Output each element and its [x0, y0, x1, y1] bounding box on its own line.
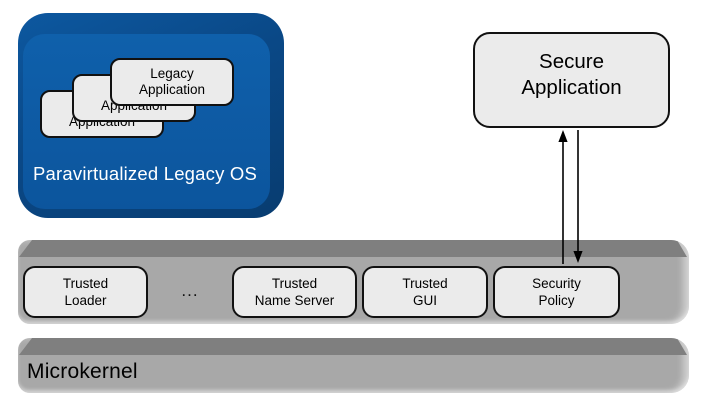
security-policy-label-line1: Security: [532, 276, 581, 291]
microkernel-bar: Microkernel: [18, 338, 689, 393]
trusted-name-server-label-line2: Name Server: [254, 293, 335, 308]
legacy-os-label: Paravirtualized Legacy OS: [33, 163, 258, 184]
security-policy-box: Security Policy: [493, 266, 620, 318]
security-policy-label-line2: Policy: [538, 293, 575, 308]
microkernel-label: Microkernel: [27, 360, 138, 383]
services-ellipsis: ...: [181, 281, 199, 300]
trusted-gui-label-line1: Trusted: [402, 276, 448, 291]
microkernel-bar-top-face: [19, 338, 687, 355]
legacy-application-label-line1: Legacy: [150, 66, 194, 81]
trusted-loader-box: Trusted Loader: [23, 266, 148, 318]
legacy-application-label-line2: Application: [138, 82, 206, 97]
secure-application-label-line2: Application: [521, 76, 622, 99]
trusted-name-server-box: Trusted Name Server: [232, 266, 357, 318]
legacy-os-inner-surface: Legacy Application Legacy Application Le…: [23, 34, 270, 209]
secure-application-box: Secure Application: [473, 32, 670, 128]
trusted-loader-label-line1: Trusted: [62, 276, 109, 291]
trusted-loader-label-line2: Loader: [64, 293, 107, 308]
trusted-gui-box: Trusted GUI: [362, 266, 488, 318]
trusted-gui-label-line2: GUI: [412, 293, 437, 308]
legacy-application-box-front: Legacy Application: [110, 58, 234, 106]
trusted-name-server-label-line1: Trusted: [271, 276, 318, 291]
secure-application-label-line1: Secure: [539, 50, 604, 73]
services-bar-top-face: [19, 240, 687, 257]
paravirtualized-legacy-os-box: Legacy Application Legacy Application Le…: [18, 13, 284, 218]
